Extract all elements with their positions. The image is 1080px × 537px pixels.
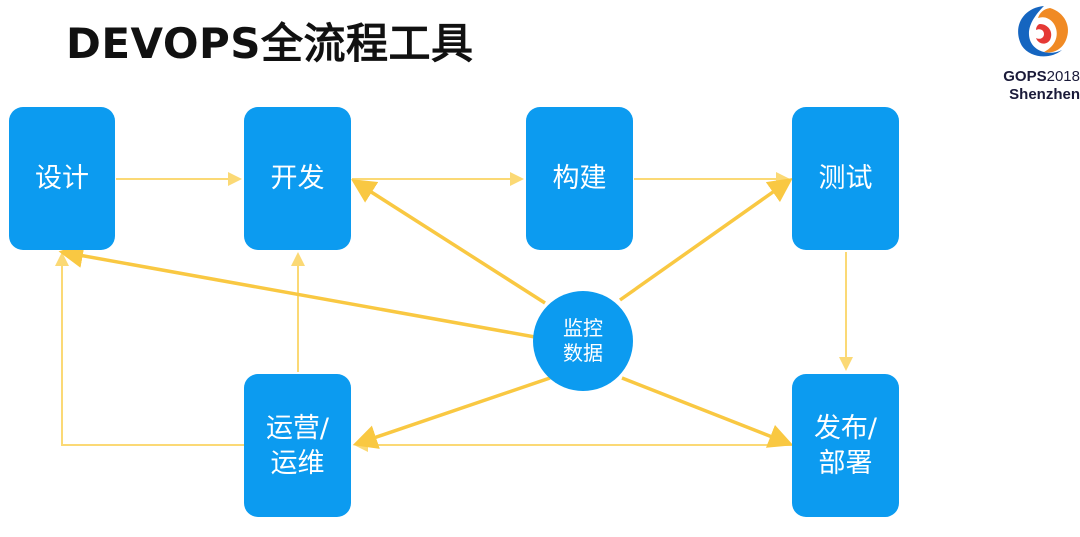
node-ops: 运营/运维 — [244, 374, 351, 517]
node-release-line1: 发布/ — [813, 412, 878, 444]
arrow-hub-to-develop — [351, 179, 546, 305]
node-release-line2: 部署 — [818, 447, 873, 479]
hub-line1: 监控 — [563, 316, 603, 340]
node-ops-line2: 运维 — [270, 447, 325, 479]
node-develop: 开发 — [244, 107, 351, 250]
hub-monitoring-data: 监控数据 — [533, 291, 633, 391]
arrow-hub-to-design — [58, 243, 536, 339]
node-test: 测试 — [792, 107, 899, 250]
page-title: DEVOPS全流程工具 — [66, 19, 474, 68]
gops-logo: GOPS2018 Shenzhen — [1000, 0, 1080, 110]
arrow-hub-to-test — [618, 177, 793, 302]
arrow-hub-to-ops — [352, 376, 551, 449]
hub-line2: 数据 — [563, 341, 603, 365]
logo-brand-text: GOPS2018 — [1003, 68, 1080, 85]
arrow-hub-to-release — [621, 376, 794, 448]
node-release: 发布/部署 — [792, 374, 899, 517]
logo-emblem-icon — [1018, 6, 1069, 57]
node-design: 设计 — [9, 107, 115, 250]
node-ops-line1: 运营/ — [265, 412, 330, 444]
arrow-ops-to-design — [55, 252, 244, 446]
node-build: 构建 — [526, 107, 633, 250]
logo-city-text: Shenzhen — [1009, 86, 1080, 103]
